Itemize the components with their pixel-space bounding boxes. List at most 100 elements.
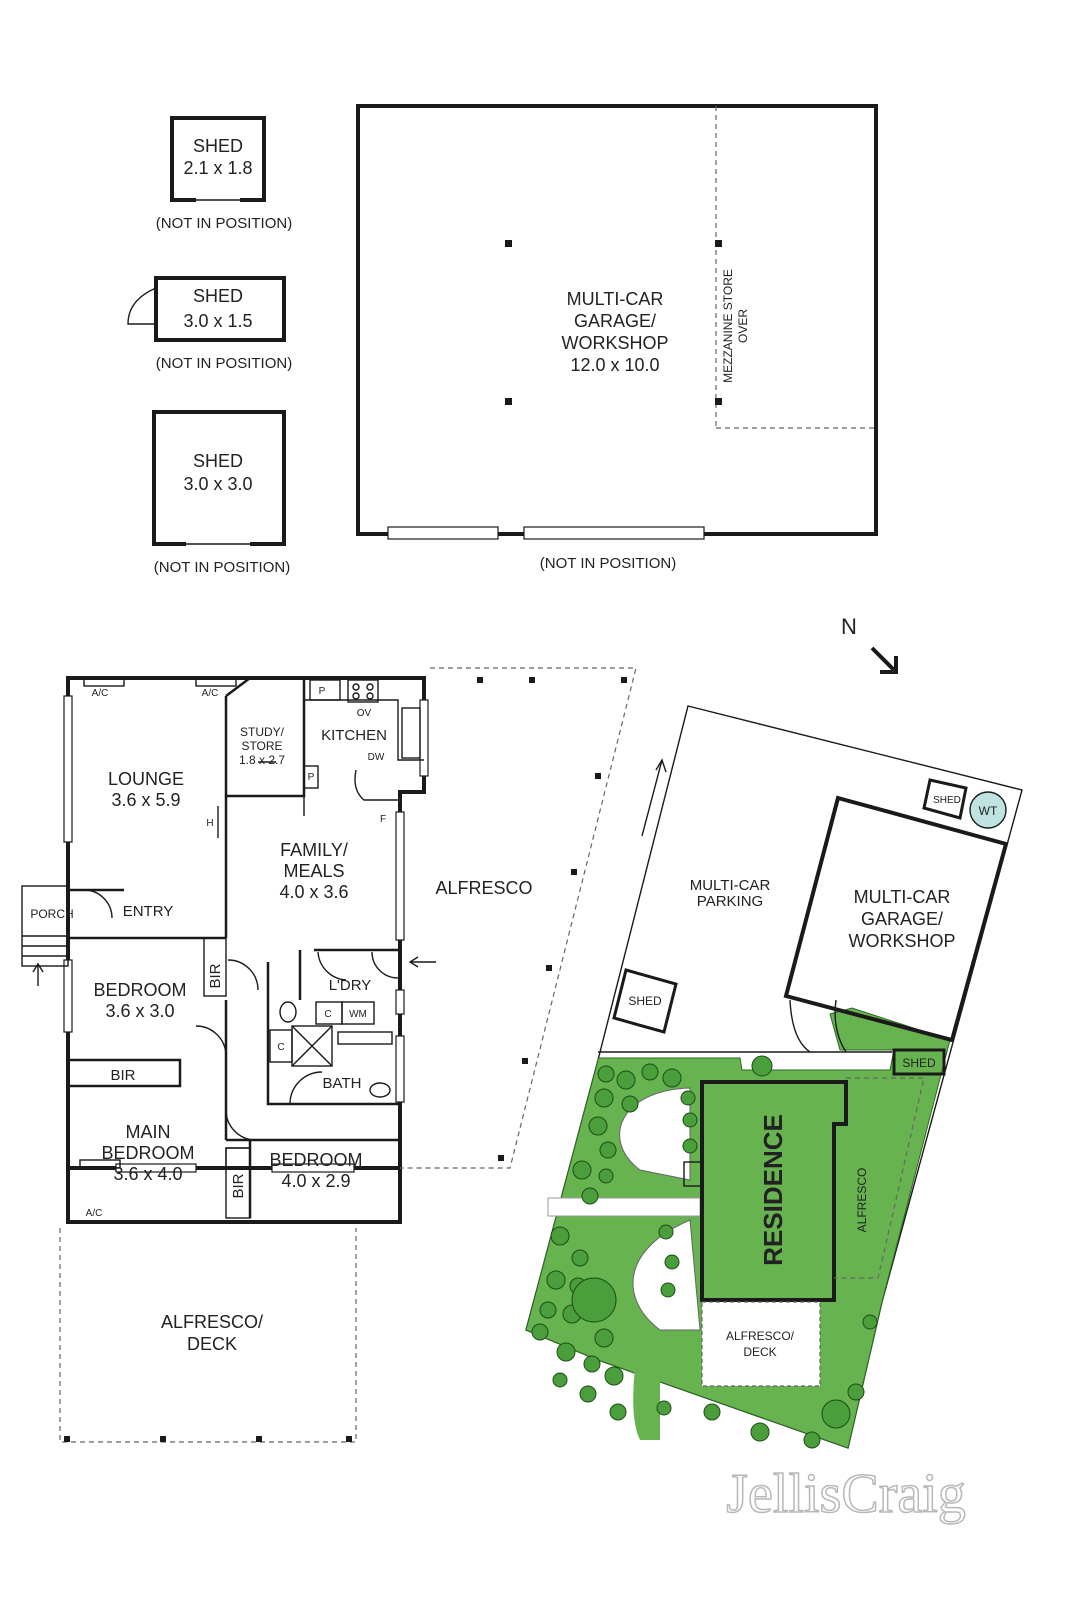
oven-label: OV [357, 708, 372, 719]
shed-small-name: SHED [193, 136, 243, 156]
lounge-size: 3.6 x 5.9 [111, 790, 180, 810]
tree-icon [862, 1314, 878, 1330]
wm-label: WM [349, 1009, 367, 1020]
tree-icon [656, 1400, 672, 1416]
deck-line1: ALFRESCO/ [161, 1312, 263, 1332]
tree-icon [594, 1088, 614, 1108]
garage-title-1: MULTI-CAR [567, 289, 664, 309]
tree-icon [581, 1187, 599, 1205]
tree-icon [599, 1141, 617, 1159]
tree-icon [594, 1328, 614, 1348]
tree-icon [751, 1055, 773, 1077]
study-size: 1.8 x 2.7 [239, 753, 285, 767]
site-deck-line1: ALFRESCO/ [726, 1329, 795, 1343]
tree-icon [571, 1277, 617, 1323]
shed-large-note: (NOT IN POSITION) [154, 559, 290, 576]
north-compass: N [841, 614, 898, 674]
cupboard-label-2: C [277, 1042, 284, 1053]
tree-icon [847, 1383, 865, 1401]
shed-large: SHED 3.0 x 3.0 (NOT IN POSITION) [152, 410, 290, 576]
site-alfresco-label: ALFRESCO [855, 1168, 869, 1233]
tree-icon [546, 1270, 566, 1290]
parking-line1: MULTI-CAR [690, 877, 771, 894]
cupboard-label-1: C [324, 1009, 331, 1020]
compass-label: N [841, 614, 857, 639]
shed-large-name: SHED [193, 451, 243, 471]
garage-title-2: GARAGE/ [574, 311, 656, 331]
tree-icon [583, 1355, 601, 1373]
study-pantry-label: P [308, 772, 315, 783]
site-garage-line1: MULTI-CAR [854, 887, 951, 907]
garage-door-left [387, 526, 499, 540]
jellis-craig-logo: JellisCraig [726, 1463, 966, 1525]
study-line2: STORE [241, 739, 282, 753]
tree-icon [609, 1403, 627, 1421]
bir-label-main: BIR [110, 1067, 135, 1084]
site-shed-top: SHED [933, 795, 961, 806]
tree-icon [556, 1342, 576, 1362]
shed-medium: SHED 3.0 x 1.5 (NOT IN POSITION) [127, 276, 292, 372]
main-bed-line1: MAIN [126, 1122, 171, 1142]
garage-title-3: WORKSHOP [561, 333, 668, 353]
tree-icon [552, 1372, 568, 1388]
tree-icon [680, 1090, 696, 1106]
pantry-label: P [319, 686, 326, 697]
shed-small-size: 2.1 x 1.8 [183, 158, 252, 178]
bedroom2-name: BEDROOM [93, 980, 186, 1000]
shed-medium-size: 3.0 x 1.5 [183, 311, 252, 331]
water-tank-label: WT [979, 804, 998, 818]
bedroom2-size: 3.6 x 3.0 [105, 1001, 174, 1021]
bedroom3-name: BEDROOM [269, 1150, 362, 1170]
site-deck-line2: DECK [743, 1345, 776, 1359]
garage-note: (NOT IN POSITION) [540, 555, 676, 572]
bir-label-bed3: BIR [230, 1173, 247, 1198]
tree-icon [550, 1226, 570, 1246]
bedroom3-size: 4.0 x 2.9 [281, 1171, 350, 1191]
mezzanine-label-1: MEZZANINE STORE [721, 269, 735, 383]
site-shed-left: SHED [628, 994, 662, 1008]
tree-icon [662, 1068, 682, 1088]
ac-label-lounge: A/C [92, 688, 109, 699]
kitchen-label: KITCHEN [321, 727, 387, 744]
family-line2: MEALS [283, 861, 344, 881]
shed-medium-name: SHED [193, 286, 243, 306]
tree-icon [597, 1065, 615, 1083]
main-bed-size: 3.6 x 4.0 [113, 1164, 182, 1184]
tree-icon [803, 1431, 821, 1449]
north-arrow-icon [870, 646, 898, 674]
site-garage-line2: GARAGE/ [861, 909, 943, 929]
tree-icon [588, 1116, 608, 1136]
shed-medium-note: (NOT IN POSITION) [156, 355, 292, 372]
garage-size: 12.0 x 10.0 [570, 355, 659, 375]
mezzanine-label-2: OVER [736, 309, 750, 343]
shed-small-note: (NOT IN POSITION) [156, 215, 292, 232]
family-size: 4.0 x 3.6 [279, 882, 348, 902]
dishwasher-label: DW [368, 752, 385, 763]
alfresco-area: ALFRESCO [400, 667, 637, 1169]
tree-icon [531, 1323, 549, 1341]
tree-icon [641, 1063, 659, 1081]
ac-label-study: A/C [202, 688, 219, 699]
shed-large-size: 3.0 x 3.0 [183, 474, 252, 494]
tree-icon [604, 1366, 624, 1386]
tree-icon [658, 1224, 674, 1240]
tree-icon [660, 1282, 676, 1298]
family-line1: FAMILY/ [280, 840, 348, 860]
heater-label: H [206, 818, 213, 829]
bath-label: BATH [323, 1075, 362, 1092]
tree-icon [616, 1070, 636, 1090]
lounge-name: LOUNGE [108, 769, 184, 789]
garage-plan: MULTI-CAR GARAGE/ WORKSHOP 12.0 x 10.0 M… [356, 104, 878, 572]
alfresco-label: ALFRESCO [435, 878, 532, 898]
tree-icon [598, 1168, 614, 1184]
tree-icon [572, 1160, 592, 1180]
site-shed-right: SHED [902, 1056, 936, 1070]
tree-cluster [531, 1055, 878, 1449]
tree-icon [821, 1399, 851, 1429]
house-plan: A/C A/C A/C LOUNGE 3.6 x 5.9 STUDY/ STOR… [21, 676, 436, 1224]
porch-label: PORCH [30, 907, 73, 921]
entry-label: ENTRY [123, 903, 174, 920]
study-line1: STUDY/ [240, 725, 285, 739]
tree-icon [664, 1254, 680, 1270]
